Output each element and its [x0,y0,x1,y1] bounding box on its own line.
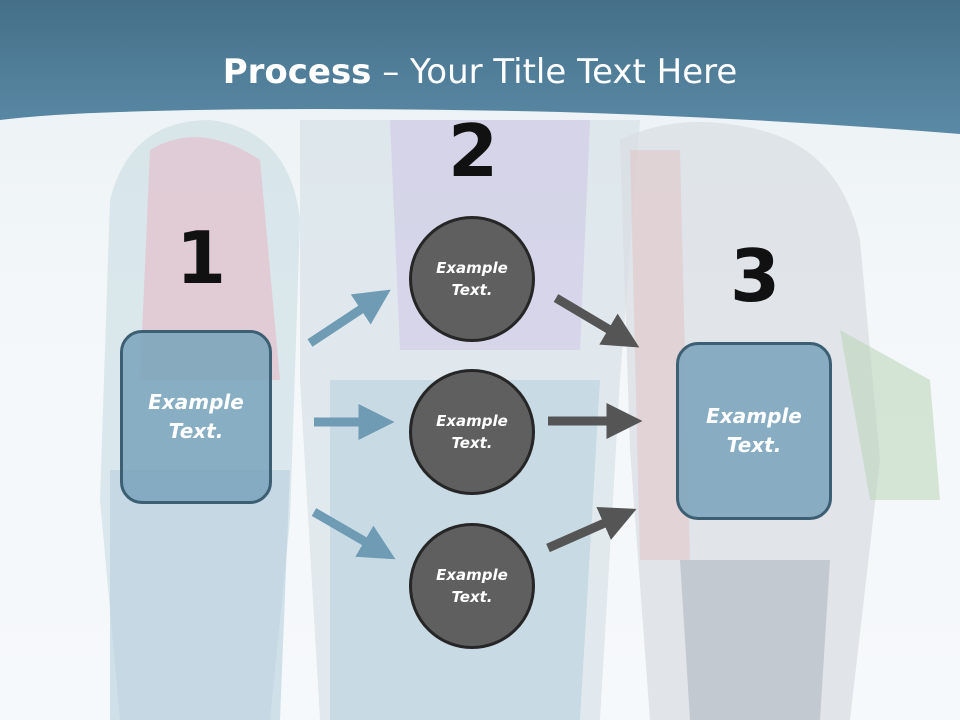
arrow-right-gray-icon [546,506,637,553]
title-band [0,0,960,134]
step-number-1: 1 [176,216,227,300]
right-text-box: Example Text. [676,342,832,520]
step-number-3: 3 [730,234,781,318]
left-text-box: Example Text. [120,330,272,504]
arrow-right-gray-icon [553,294,640,348]
page-title: Process – Your Title Text Here [0,52,960,92]
circle-3: Example Text. [409,523,535,649]
step-number-2: 2 [448,109,499,193]
arrow-right-blue-icon [311,508,396,560]
title-rest: – Your Title Text Here [371,52,738,92]
circle-1: Example Text. [409,216,535,342]
circle-2: Example Text. [409,369,535,495]
arrow-right-blue-icon [307,289,391,347]
title-bold: Process [222,52,372,92]
